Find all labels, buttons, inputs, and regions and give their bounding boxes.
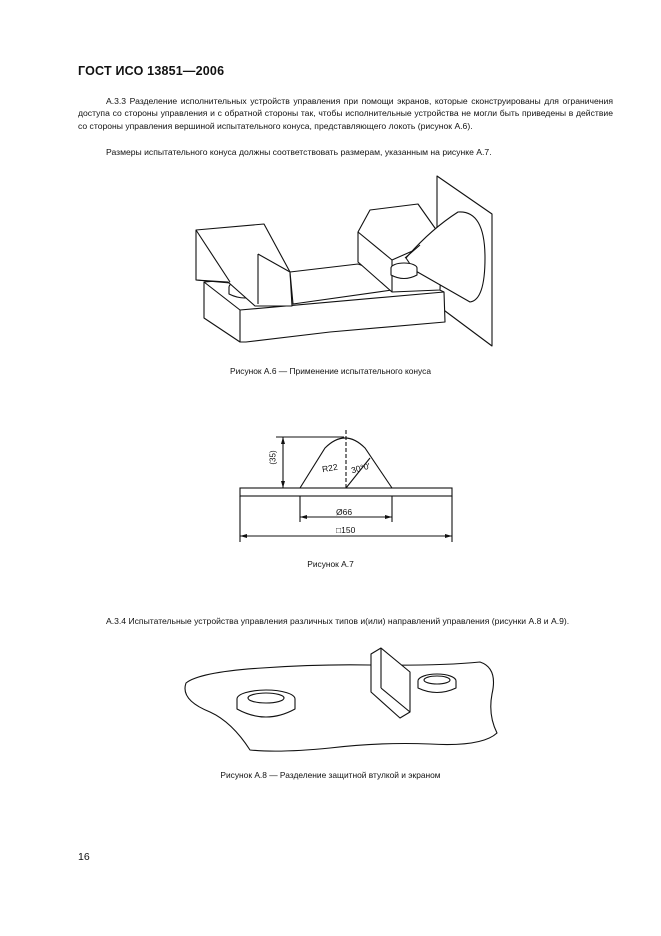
cone-profile xyxy=(299,437,393,489)
dim-diameter-label: Ø66 xyxy=(336,507,353,517)
document-header: ГОСТ ИСО 13851—2006 xyxy=(78,64,225,78)
base-surface xyxy=(184,661,498,752)
page-number: 16 xyxy=(78,851,90,863)
paragraph-a33-cone-size: Размеры испытательного конуса должны соо… xyxy=(106,147,492,157)
figure-a7-caption: Рисунок А.7 xyxy=(307,559,354,569)
dim-square-label: □150 xyxy=(336,525,356,535)
figure-a8-caption: Рисунок А.8 — Разделение защитной втулко… xyxy=(220,770,441,780)
test-cone xyxy=(405,211,486,303)
figure-a6-caption: Рисунок А.6 — Применение испытательного … xyxy=(230,366,431,376)
paragraph-a34: А.3.4 Испытательные устройства управлени… xyxy=(106,616,570,626)
paragraph-a33: А.3.3 Разделение исполнительных устройст… xyxy=(78,96,613,131)
